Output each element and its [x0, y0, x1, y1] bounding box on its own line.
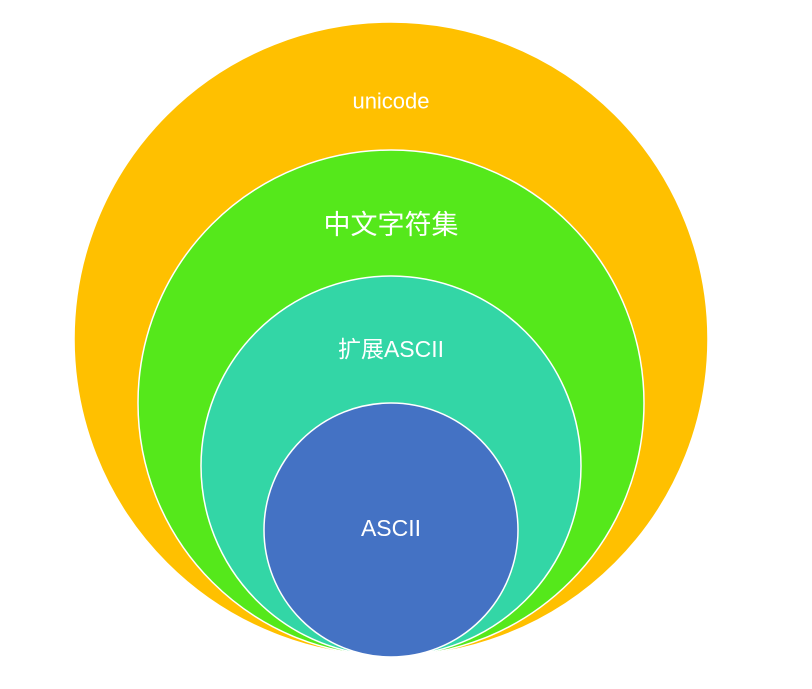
ascii-circle — [263, 402, 519, 658]
extended-ascii-label: 扩展ASCII — [338, 336, 444, 362]
unicode-label: unicode — [352, 89, 429, 114]
chinese-charset-label: 中文字符集 — [324, 210, 459, 240]
ascii-label: ASCII — [361, 515, 421, 541]
